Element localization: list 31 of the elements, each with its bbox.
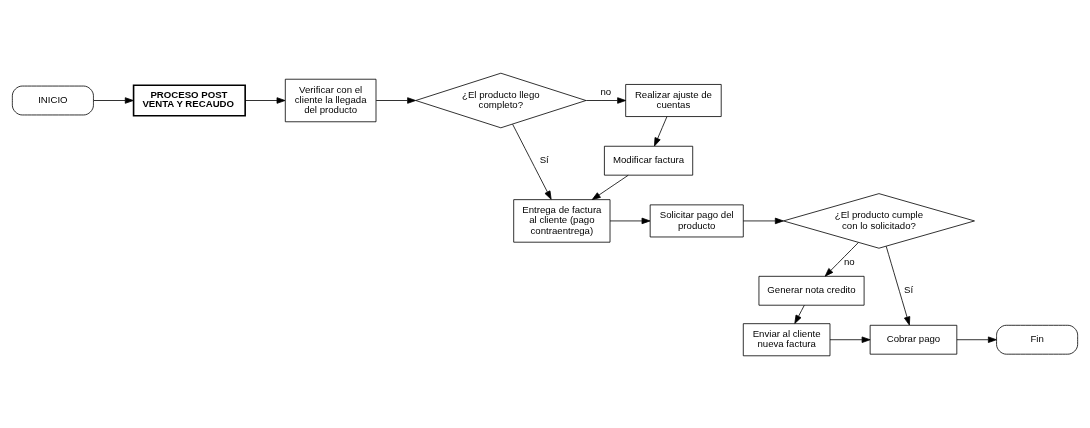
node-diamond: ¿El producto llego completo? <box>415 72 587 128</box>
arrow <box>591 174 629 200</box>
node-box: Fin <box>996 324 1079 355</box>
node-box: INICIO <box>11 85 94 115</box>
arrow <box>375 96 417 104</box>
node-box: Realizar ajuste de cuentas <box>625 83 722 117</box>
node-box: Solicitar pago del producto <box>649 203 744 237</box>
node-box: Verificar con el cliente la llegada del producto <box>284 78 377 122</box>
node-box: Enviar al cliente nueva factura <box>742 322 831 356</box>
node-box: Modificar factura <box>604 145 694 176</box>
arrow <box>885 245 911 325</box>
arrow <box>956 336 997 343</box>
arrow <box>794 304 805 324</box>
node-box: Cobrar pago <box>869 324 958 355</box>
edge-label: no <box>843 255 855 267</box>
node-box: Generar nota credito <box>758 275 865 306</box>
edge-label: no <box>600 85 612 97</box>
arrow <box>742 217 784 224</box>
node-box: Entrega de factura al cliente (pago contraentrega) <box>513 198 611 243</box>
arrow <box>829 336 871 343</box>
edge-label: Sí <box>539 153 549 165</box>
arrow <box>93 96 134 104</box>
arrow <box>654 115 668 146</box>
arrow <box>609 217 651 224</box>
arrow <box>245 96 286 104</box>
node-diamond: ¿El producto cumple con lo solicitado? <box>783 192 975 249</box>
arrow <box>585 96 627 104</box>
node-box: PROCESO POST VENTA Y RECAUDO <box>132 83 246 117</box>
edge-label: Sí <box>904 283 914 295</box>
arrow <box>512 123 552 200</box>
arrow <box>824 241 859 277</box>
